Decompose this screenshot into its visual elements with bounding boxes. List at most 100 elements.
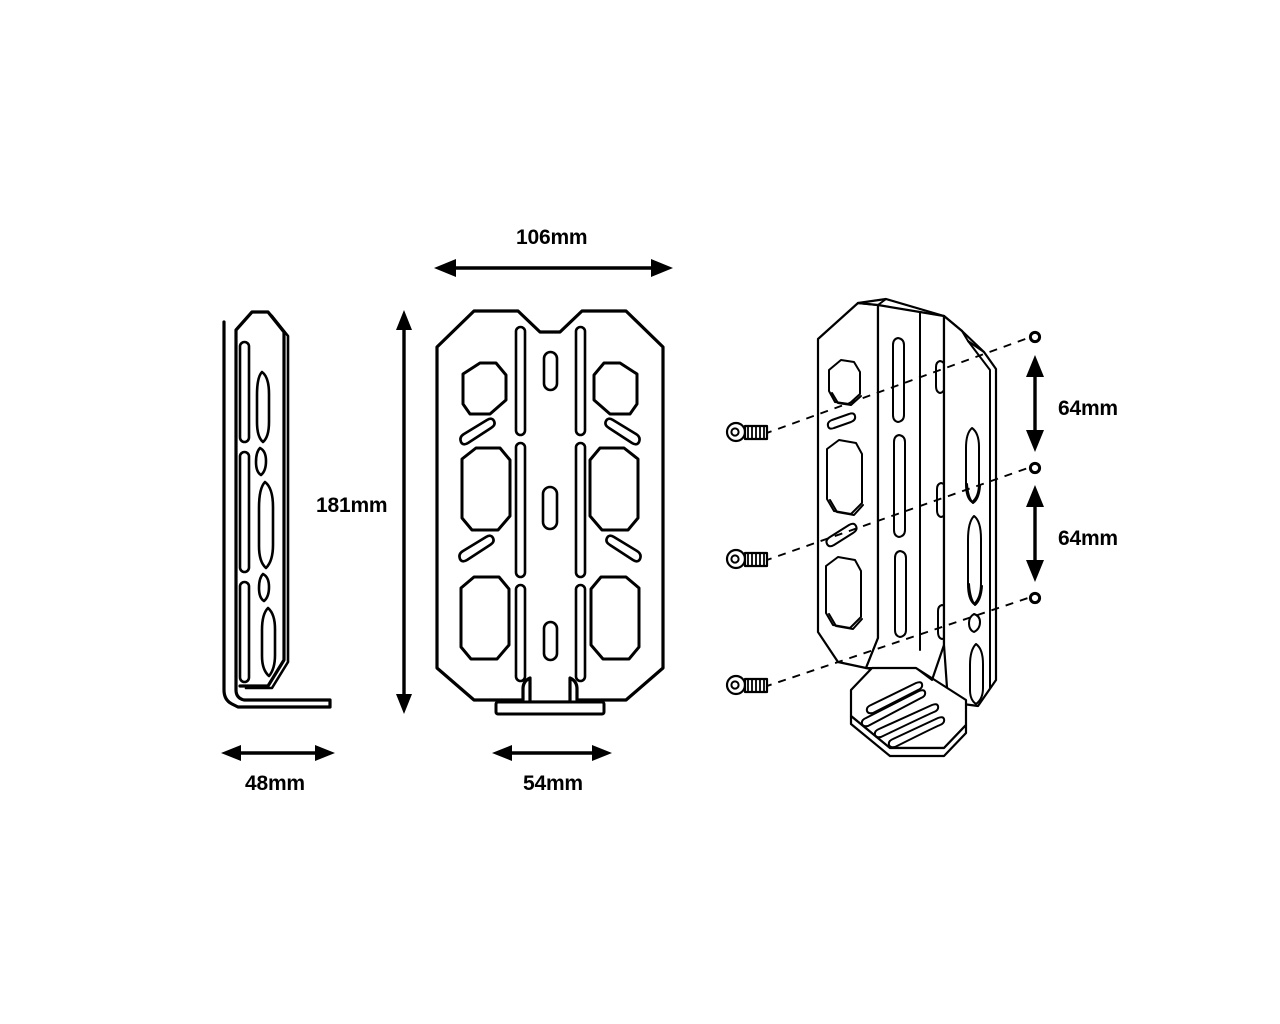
front-hex-right-top — [592, 361, 639, 416]
iso-vslot-c1-upper — [892, 337, 905, 423]
side-slot-a3 — [238, 580, 251, 684]
dim-64-lower-label: 64mm — [1058, 527, 1118, 550]
front-vslot-left-mid — [514, 441, 527, 579]
front-hex-left-top — [461, 361, 508, 416]
side-slot-diag-2 — [257, 572, 271, 603]
iso-hex-left-mid — [826, 439, 863, 515]
front-center-slot-top — [542, 350, 559, 392]
screw-bottom — [725, 674, 769, 696]
iso-foot-junction — [865, 667, 933, 681]
front-vslot-right-lower — [574, 583, 587, 683]
dimension-106mm: 106mm — [434, 226, 673, 277]
front-diag-right-lower — [605, 534, 642, 563]
screw-top-hex-socket-icon — [730, 427, 740, 437]
dim-54-arrow-right — [592, 745, 612, 761]
screw-middle-threads — [747, 552, 765, 567]
front-vslot-left-lower — [514, 583, 527, 683]
iso-hex-left-bot — [825, 556, 862, 629]
iso-rw-slot-3 — [969, 643, 984, 705]
front-vslot-right-upper — [574, 325, 587, 437]
front-view-outline — [435, 309, 665, 704]
dimension-181mm: 181mm — [316, 310, 412, 714]
dimension-48mm: 48mm — [221, 745, 335, 795]
leader-line-mid — [763, 467, 1029, 562]
screw-bottom-head — [725, 674, 747, 696]
iso-foot-slot-1 — [865, 681, 924, 715]
screw-bottom-hex-socket-icon — [730, 680, 740, 690]
dim-64-upper-label: 64mm — [1058, 397, 1118, 420]
assembly-leader-lines — [763, 337, 1029, 688]
dim-48-arrow-left — [221, 745, 241, 761]
dim-181-label: 181mm — [316, 494, 387, 517]
front-view-base-plate — [494, 700, 606, 716]
iso-slot-left-diag-lower — [825, 522, 858, 548]
front-hex-left-mid — [460, 446, 512, 532]
side-hex-edge-2 — [257, 480, 275, 570]
hole-marker-top — [1028, 330, 1042, 344]
dimension-64mm-upper: 64mm — [1026, 355, 1118, 452]
iso-rw-slot-1-shadow — [966, 483, 981, 504]
dimension-64mm-lower: 64mm — [1026, 485, 1118, 582]
screw-top-head — [725, 421, 747, 443]
iso-rw-slot-2-shadow — [968, 583, 983, 606]
screw-middle — [725, 548, 769, 570]
iso-hex-left-mid-shadow — [829, 499, 864, 516]
dim-106-arrow-left — [434, 259, 456, 277]
screw-top — [725, 421, 769, 443]
iso-slot-left-diag-upper — [826, 412, 857, 430]
side-hex-edge-1 — [255, 370, 271, 444]
iso-foot-slot-3 — [873, 703, 940, 739]
iso-vslot-c1-mid — [893, 434, 906, 538]
dim-54-arrow-left — [492, 745, 512, 761]
iso-vslot-c1-lower — [894, 550, 907, 638]
hole-marker-middle — [1028, 461, 1042, 475]
side-slot-diag-1 — [254, 446, 268, 477]
dimension-54mm: 54mm — [492, 745, 612, 795]
dim-181-arrow-bottom — [396, 694, 412, 714]
dim-48-arrow-right — [315, 745, 335, 761]
dim-181-arrow-top — [396, 310, 412, 330]
front-hex-left-bot — [459, 575, 511, 661]
side-slot-a2 — [238, 450, 251, 574]
dim-64-lower-arrow-top — [1026, 485, 1044, 507]
iso-right-wing — [942, 314, 998, 708]
side-hex-edge-3 — [260, 606, 277, 678]
iso-foot-slot-4 — [887, 716, 946, 749]
front-center-slot-bottom — [542, 620, 559, 662]
iso-hex-left-top — [828, 359, 861, 405]
leader-line-top — [763, 337, 1029, 435]
hole-marker-bottom — [1028, 591, 1042, 605]
iso-top-ridge — [877, 298, 887, 306]
dim-64-upper-arrow-top — [1026, 355, 1044, 377]
dim-64-lower-arrow-bottom — [1026, 560, 1044, 582]
front-hex-right-mid — [588, 446, 640, 532]
front-diag-left-upper — [459, 417, 496, 446]
iso-foot-slot-2 — [860, 689, 927, 728]
front-center-slot-mid — [541, 485, 559, 531]
screw-top-threads — [747, 425, 765, 440]
dim-48-label: 48mm — [245, 772, 305, 795]
hole-center-markers — [1028, 330, 1042, 605]
front-vslot-left-upper — [514, 325, 527, 437]
iso-foot-plate-edge — [849, 714, 968, 758]
front-diag-left-lower — [458, 534, 495, 563]
screw-bottom-threads — [747, 678, 765, 693]
iso-view — [816, 297, 998, 758]
dim-106-arrow-right — [651, 259, 673, 277]
leader-line-bottom — [763, 597, 1029, 688]
dim-106-label: 106mm — [516, 226, 587, 249]
iso-rw-hole-small — [968, 613, 981, 633]
side-view — [222, 310, 332, 709]
dim-64-upper-arrow-bottom — [1026, 430, 1044, 452]
front-diag-right-upper — [604, 417, 641, 446]
dim-54-label: 54mm — [523, 772, 583, 795]
front-view — [435, 309, 665, 716]
iso-hex-left-bot-shadow — [828, 613, 863, 630]
front-hex-right-bot — [589, 575, 641, 661]
front-vslot-right-mid — [574, 441, 587, 579]
iso-right-wing-bevel-2 — [967, 340, 985, 353]
screw-middle-hex-socket-icon — [730, 554, 740, 564]
side-view-bottom-foot — [230, 702, 332, 709]
